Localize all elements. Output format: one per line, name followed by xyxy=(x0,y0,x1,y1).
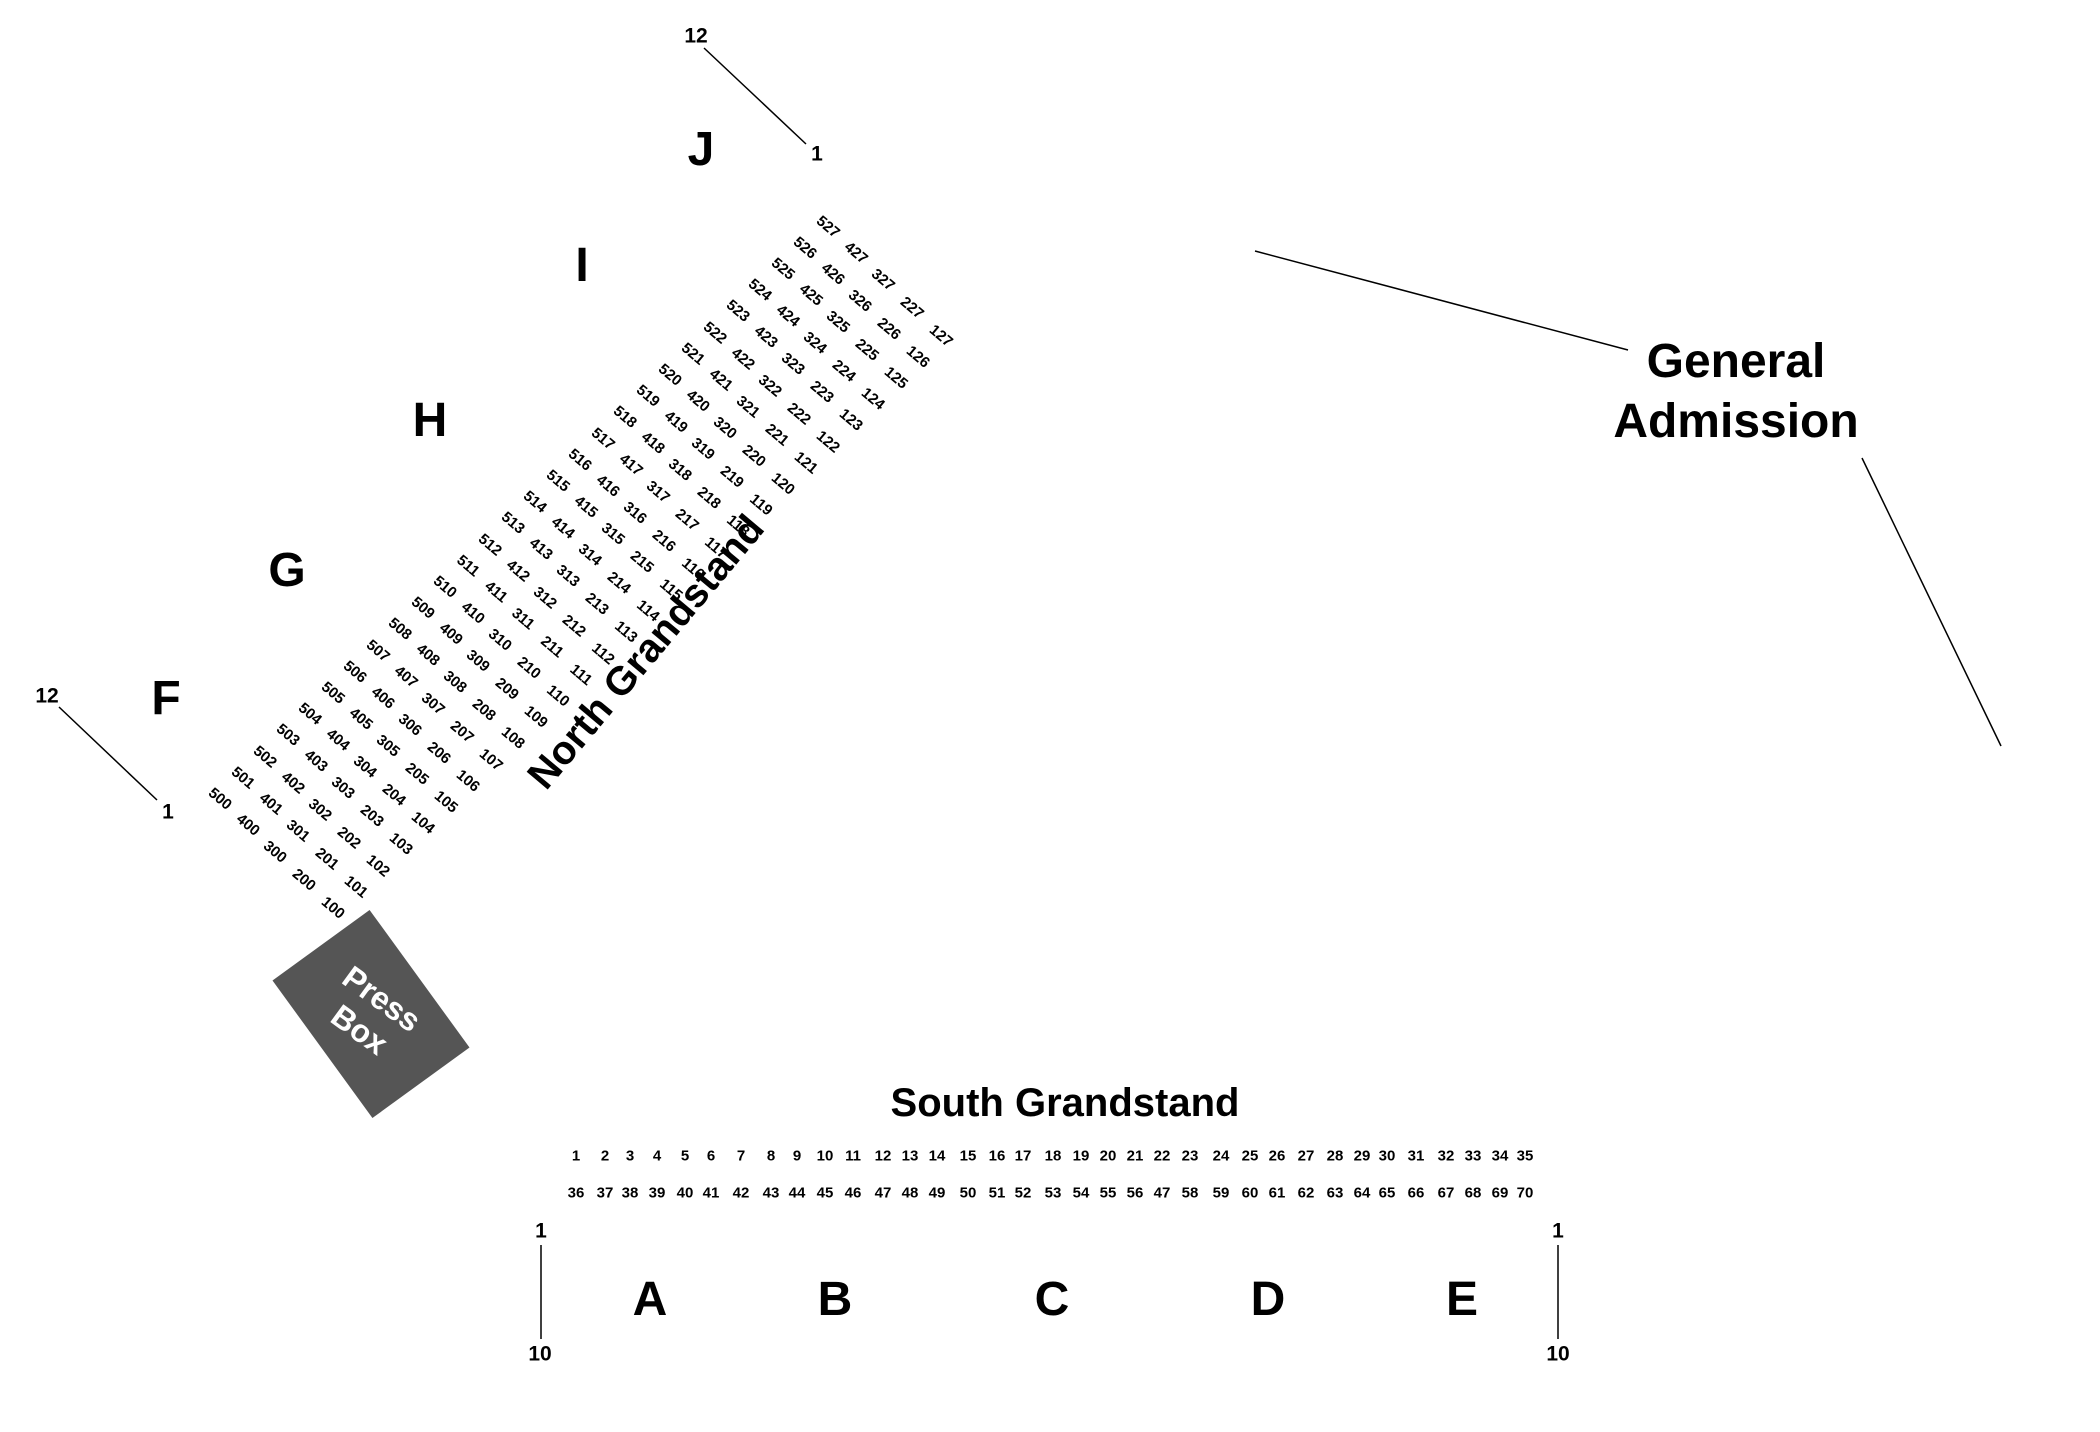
seat-south-29[interactable]: 29 xyxy=(1353,1147,1371,1165)
seat-south-44[interactable]: 44 xyxy=(788,1184,806,1202)
row-label-f-bottom: 1 xyxy=(162,800,174,824)
seat-south-46[interactable]: 46 xyxy=(844,1184,862,1202)
seat-south-38[interactable]: 38 xyxy=(621,1184,639,1202)
seat-south-39[interactable]: 39 xyxy=(648,1184,666,1202)
seat-south-47[interactable]: 47 xyxy=(1153,1184,1171,1202)
seat-south-14[interactable]: 14 xyxy=(928,1147,946,1165)
seat-south-18[interactable]: 18 xyxy=(1044,1147,1062,1165)
row-label-south-left-top: 1 xyxy=(535,1219,547,1243)
seat-south-5[interactable]: 5 xyxy=(680,1147,690,1165)
seat-south-16[interactable]: 16 xyxy=(988,1147,1006,1165)
seat-south-50[interactable]: 50 xyxy=(959,1184,977,1202)
seat-south-25[interactable]: 25 xyxy=(1241,1147,1259,1165)
row-indicator-line-j xyxy=(703,47,807,145)
seat-south-47[interactable]: 47 xyxy=(874,1184,892,1202)
seat-south-33[interactable]: 33 xyxy=(1464,1147,1482,1165)
row-label-f-top: 12 xyxy=(35,684,59,708)
row-label-south-right-bottom: 10 xyxy=(1546,1342,1570,1366)
seat-south-31[interactable]: 31 xyxy=(1407,1147,1425,1165)
section-f[interactable]: F xyxy=(151,672,181,725)
section-e[interactable]: E xyxy=(1445,1273,1479,1326)
row-indicator-line-f xyxy=(58,706,158,801)
ga-leader-line-top xyxy=(1254,250,1629,351)
seat-south-10[interactable]: 10 xyxy=(816,1147,834,1165)
seat-south-13[interactable]: 13 xyxy=(901,1147,919,1165)
seat-south-63[interactable]: 63 xyxy=(1326,1184,1344,1202)
seat-south-3[interactable]: 3 xyxy=(625,1147,635,1165)
seat-south-69[interactable]: 69 xyxy=(1491,1184,1509,1202)
seat-south-41[interactable]: 41 xyxy=(702,1184,720,1202)
seat-south-26[interactable]: 26 xyxy=(1268,1147,1286,1165)
seat-south-28[interactable]: 28 xyxy=(1326,1147,1344,1165)
seat-south-27[interactable]: 27 xyxy=(1297,1147,1315,1165)
seat-south-11[interactable]: 11 xyxy=(845,1147,861,1165)
seat-south-43[interactable]: 43 xyxy=(762,1184,780,1202)
general-admission-line-2: Admission xyxy=(1613,395,1859,448)
section-d[interactable]: D xyxy=(1250,1273,1286,1326)
seat-south-2[interactable]: 2 xyxy=(600,1147,610,1165)
seat-south-60[interactable]: 60 xyxy=(1241,1184,1259,1202)
seat-south-17[interactable]: 17 xyxy=(1014,1147,1032,1165)
seat-south-12[interactable]: 12 xyxy=(874,1147,892,1165)
section-h[interactable]: H xyxy=(412,394,448,447)
seat-south-40[interactable]: 40 xyxy=(676,1184,694,1202)
section-i[interactable]: I xyxy=(575,239,589,292)
seat-south-30[interactable]: 30 xyxy=(1378,1147,1396,1165)
seat-south-51[interactable]: 51 xyxy=(988,1184,1006,1202)
seat-south-59[interactable]: 59 xyxy=(1212,1184,1230,1202)
seat-south-24[interactable]: 24 xyxy=(1212,1147,1230,1165)
seat-south-9[interactable]: 9 xyxy=(792,1147,802,1165)
seat-south-36[interactable]: 36 xyxy=(567,1184,585,1202)
press-box-label: Press Box xyxy=(313,958,428,1071)
seat-south-68[interactable]: 68 xyxy=(1464,1184,1482,1202)
seat-south-62[interactable]: 62 xyxy=(1297,1184,1315,1202)
seat-south-54[interactable]: 54 xyxy=(1072,1184,1090,1202)
seat-south-56[interactable]: 56 xyxy=(1126,1184,1144,1202)
seat-south-61[interactable]: 61 xyxy=(1268,1184,1286,1202)
seat-south-65[interactable]: 65 xyxy=(1378,1184,1396,1202)
seat-south-22[interactable]: 22 xyxy=(1153,1147,1171,1165)
seat-south-32[interactable]: 32 xyxy=(1437,1147,1455,1165)
seat-south-48[interactable]: 48 xyxy=(901,1184,919,1202)
row-label-j-bottom: 1 xyxy=(811,142,823,166)
seat-south-7[interactable]: 7 xyxy=(736,1147,746,1165)
seat-south-67[interactable]: 67 xyxy=(1437,1184,1455,1202)
row-label-j-top: 12 xyxy=(684,24,708,48)
seat-south-21[interactable]: 21 xyxy=(1126,1147,1144,1165)
seat-south-49[interactable]: 49 xyxy=(928,1184,946,1202)
seat-south-34[interactable]: 34 xyxy=(1491,1147,1509,1165)
seat-south-35[interactable]: 35 xyxy=(1516,1147,1534,1165)
general-admission-label: General Admission xyxy=(1613,332,1858,452)
seat-south-1[interactable]: 1 xyxy=(571,1147,581,1165)
seat-south-55[interactable]: 55 xyxy=(1099,1184,1117,1202)
seat-south-19[interactable]: 19 xyxy=(1072,1147,1090,1165)
seat-south-37[interactable]: 37 xyxy=(596,1184,614,1202)
seat-south-70[interactable]: 70 xyxy=(1516,1184,1534,1202)
seat-south-64[interactable]: 64 xyxy=(1353,1184,1371,1202)
seat-south-20[interactable]: 20 xyxy=(1099,1147,1117,1165)
row-label-south-left-bottom: 10 xyxy=(528,1342,552,1366)
section-g[interactable]: G xyxy=(268,544,306,597)
seat-south-66[interactable]: 66 xyxy=(1407,1184,1425,1202)
section-a[interactable]: A xyxy=(632,1273,668,1326)
seat-south-58[interactable]: 58 xyxy=(1181,1184,1199,1202)
south-grandstand-title: South Grandstand xyxy=(890,1081,1240,1125)
seat-south-6[interactable]: 6 xyxy=(706,1147,716,1165)
section-b[interactable]: B xyxy=(817,1273,853,1326)
section-j[interactable]: J xyxy=(687,123,715,176)
seat-south-4[interactable]: 4 xyxy=(652,1147,662,1165)
seat-south-23[interactable]: 23 xyxy=(1181,1147,1199,1165)
row-label-south-right-top: 1 xyxy=(1552,1219,1564,1243)
seat-south-8[interactable]: 8 xyxy=(766,1147,776,1165)
seat-south-53[interactable]: 53 xyxy=(1044,1184,1062,1202)
ga-leader-line-bottom xyxy=(1861,457,2002,747)
seat-south-52[interactable]: 52 xyxy=(1014,1184,1032,1202)
general-admission-line-1: General xyxy=(1646,335,1826,388)
seat-south-45[interactable]: 45 xyxy=(816,1184,834,1202)
seat-south-42[interactable]: 42 xyxy=(732,1184,750,1202)
section-c[interactable]: C xyxy=(1034,1273,1070,1326)
seat-south-15[interactable]: 15 xyxy=(959,1147,977,1165)
